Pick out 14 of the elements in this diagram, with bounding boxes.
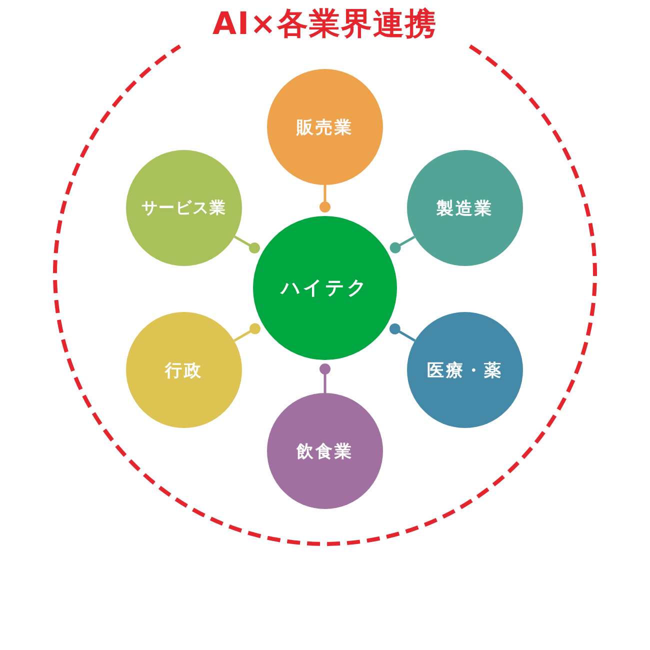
- title-text: AI×各業界連携: [212, 7, 438, 41]
- industry-label: 飲食業: [296, 440, 354, 462]
- industry-label: 販売業: [296, 116, 354, 138]
- connector-line: [320, 364, 330, 393]
- connector-line: [320, 185, 330, 212]
- industry-label: 医療・薬: [427, 360, 503, 382]
- industry-label: 行政: [165, 360, 203, 382]
- industry-label: サービス業: [142, 198, 226, 218]
- connector-line: [234, 236, 260, 254]
- hub-label: ハイテク: [281, 276, 369, 301]
- connector-line: [233, 323, 260, 342]
- connector-line: [390, 236, 416, 254]
- industry-label: 製造業: [436, 198, 494, 220]
- connector-line: [389, 323, 416, 342]
